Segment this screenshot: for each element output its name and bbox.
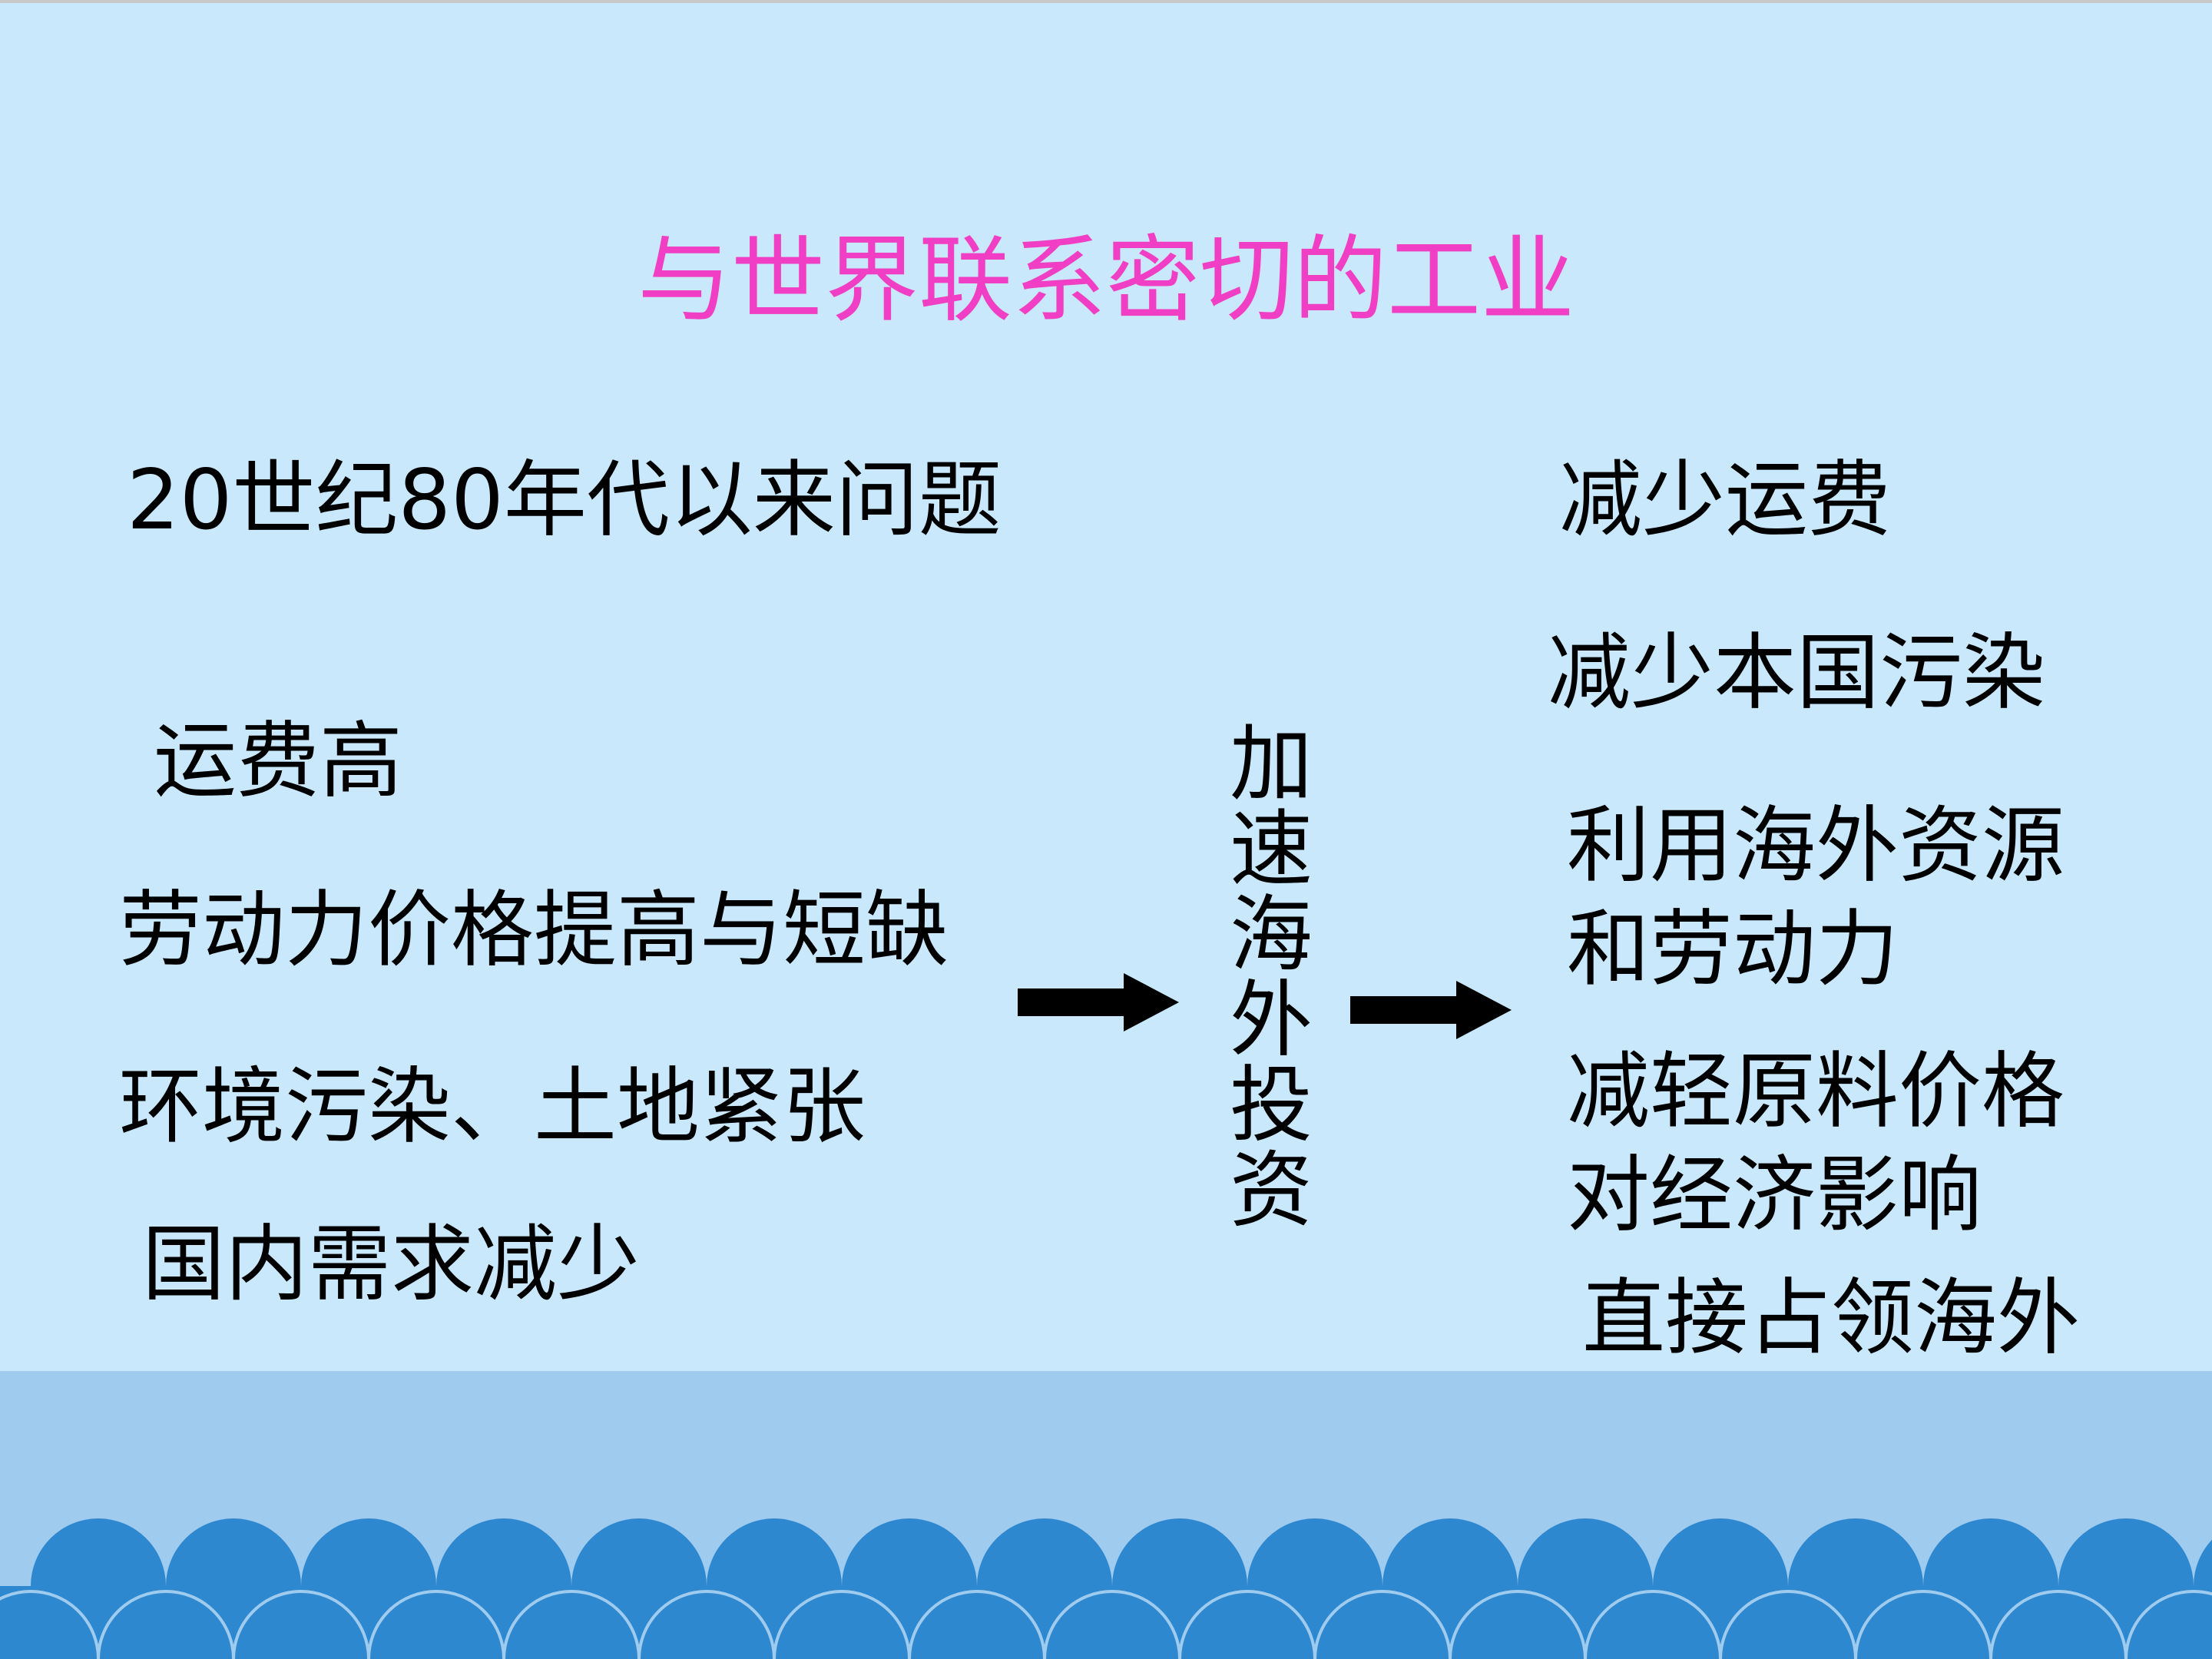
- wave-bump: [1178, 1590, 1316, 1659]
- wave-bump: [232, 1590, 370, 1659]
- result-item-3-line-1: 利用海外资源: [1567, 798, 2065, 894]
- wave-bump: [0, 1590, 100, 1659]
- problems-heading: 20世纪80年代以来问题: [127, 452, 1002, 548]
- wave-bump: [367, 1590, 505, 1659]
- right-arrow-icon: [1350, 981, 1512, 1039]
- vertical-char: 投: [1229, 1058, 1313, 1154]
- wave-bump: [908, 1590, 1046, 1659]
- result-item-2: 减少本国污染: [1548, 625, 2046, 721]
- wave-bump: [2124, 1590, 2212, 1659]
- vertical-char: 速: [1229, 802, 1313, 898]
- wave-bump: [97, 1590, 235, 1659]
- result-item-3-line-2: 和劳动力: [1567, 902, 1899, 998]
- problem-item-4: 国内需求减少: [142, 1217, 641, 1313]
- wave-bump: [1313, 1590, 1452, 1659]
- vertical-char: 加: [1229, 717, 1313, 813]
- problem-item-3: 环境污染、土地紧张: [119, 1059, 866, 1155]
- problem-item-1: 运费高: [154, 714, 403, 810]
- result-item-1: 减少运费: [1559, 452, 1892, 548]
- wave-bump: [773, 1590, 911, 1659]
- wave-bump: [637, 1590, 776, 1659]
- slide-title: 与世界联系密切的工业: [637, 226, 1575, 335]
- result-item-4-line-2: 对经济影响: [1567, 1147, 1982, 1243]
- wave-decoration: [0, 1518, 2212, 1659]
- vertical-char: 资: [1229, 1143, 1313, 1239]
- vertical-char: 外: [1229, 972, 1313, 1068]
- wave-bump: [1719, 1590, 1857, 1659]
- wave-bump: [1043, 1590, 1181, 1659]
- wave-bump: [1584, 1590, 1722, 1659]
- accelerate-overseas-investment: 加 速 海 外 投 资: [1225, 722, 1317, 1233]
- wave-bump: [1854, 1590, 1992, 1659]
- wave-row-bottom: [0, 1586, 2212, 1659]
- right-arrow-icon: [1018, 973, 1179, 1031]
- problem-item-2: 劳动力价格提高与短缺: [119, 882, 949, 979]
- wave-bump: [502, 1590, 641, 1659]
- wave-bump: [1989, 1590, 2128, 1659]
- top-border: [0, 0, 2212, 3]
- vertical-char: 海: [1229, 887, 1313, 983]
- wave-bump: [1449, 1590, 1587, 1659]
- result-item-4-line-1: 减轻原料价格: [1567, 1044, 2065, 1140]
- result-item-5-line-1: 直接占领海外: [1582, 1270, 2081, 1366]
